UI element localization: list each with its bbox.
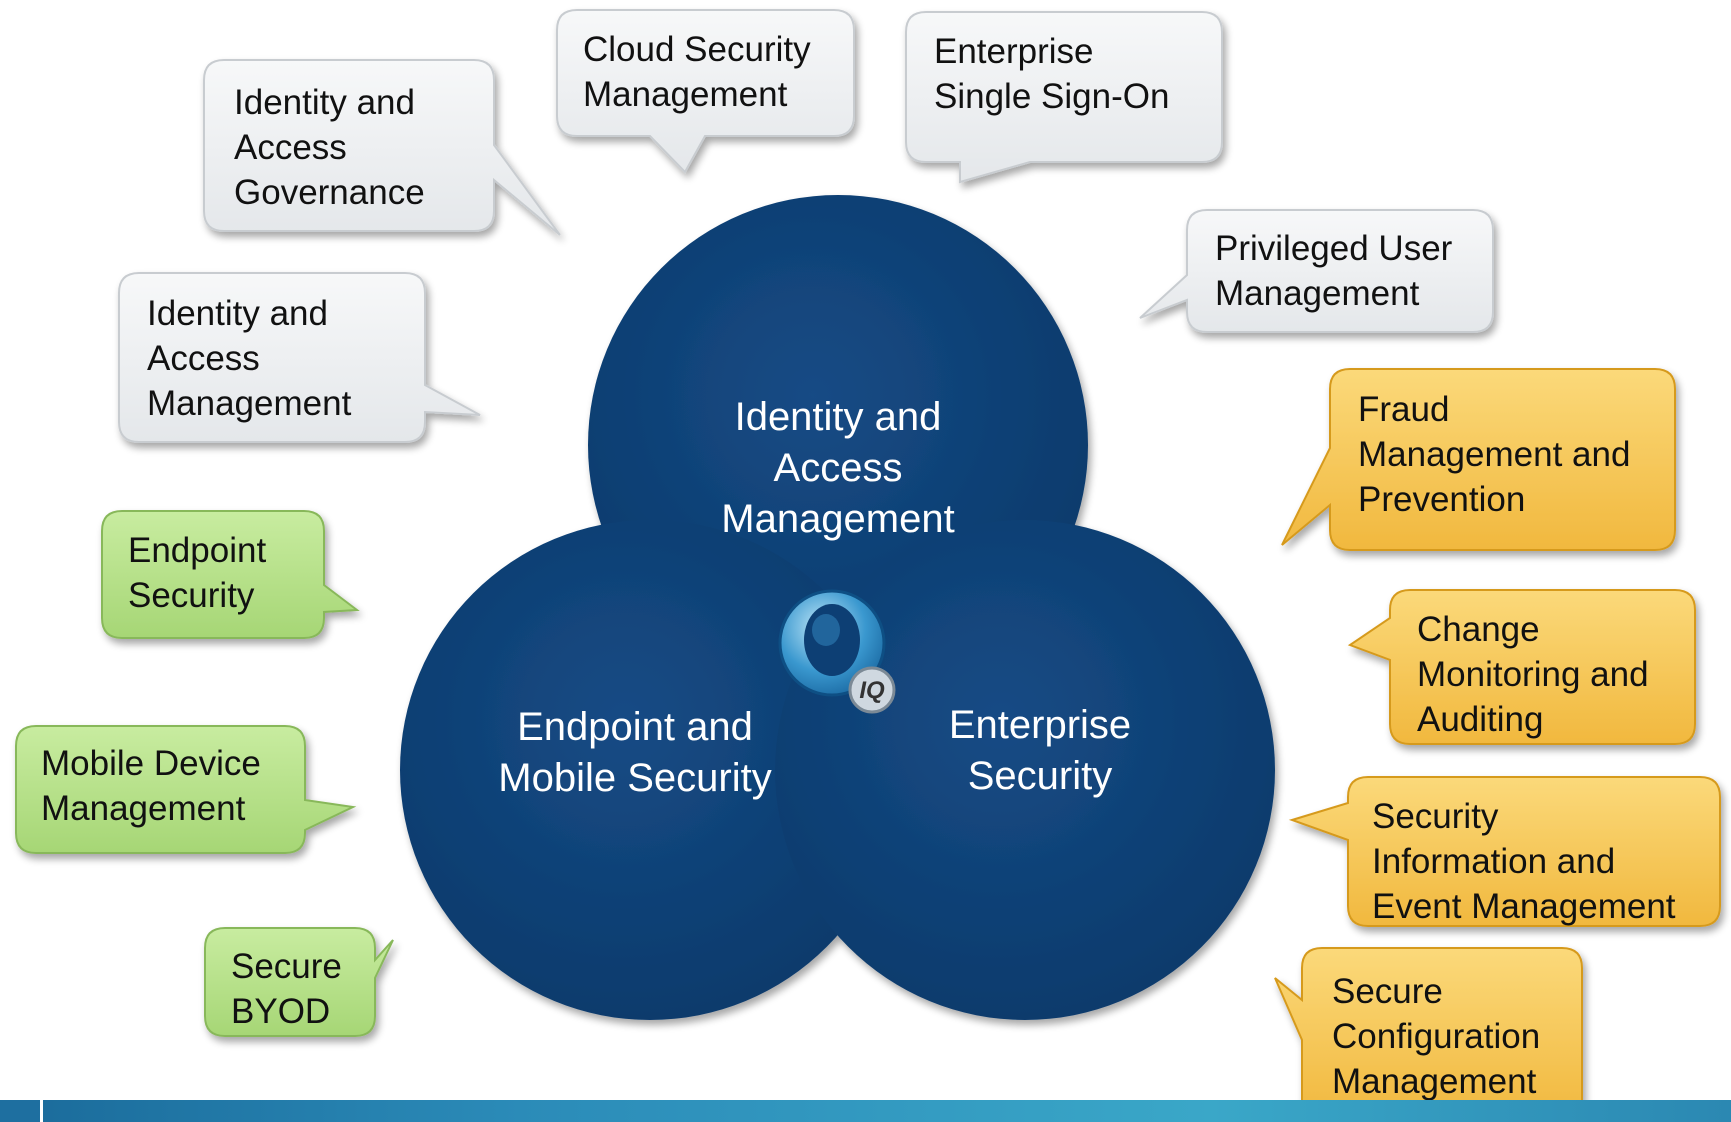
bubble-line: Event Management: [1372, 887, 1676, 926]
label-line: Endpoint and: [517, 705, 753, 749]
bubble-line: Monitoring and: [1417, 655, 1649, 694]
bubble-line: Endpoint: [128, 531, 267, 570]
bubble-cloud-shape: [556, 9, 855, 174]
bubble-line: Management: [1332, 1062, 1537, 1101]
bubble-line: Prevention: [1358, 480, 1526, 519]
bubble-secure-configuration-management: Secure Configuration Management: [1332, 969, 1540, 1104]
circle-endpoint: [400, 520, 900, 1020]
label-endpoint-mobile-security: Endpoint and Mobile Security: [475, 702, 795, 804]
bubble-line: Single Sign-On: [934, 77, 1170, 116]
bubble-line: BYOD: [231, 992, 331, 1031]
bubble-line: Cloud Security: [583, 30, 811, 69]
footer-left-block: [0, 1100, 40, 1122]
bubble-change-shape: [1347, 589, 1696, 745]
bubble-privileged-shape: [1139, 209, 1494, 333]
bubble-line: Security: [1372, 797, 1499, 836]
bubble-line: Secure: [231, 947, 342, 986]
label-line: Security: [967, 754, 1113, 798]
bubble-secure-byod: Secure BYOD: [231, 944, 342, 1034]
bubble-line: Management: [583, 75, 788, 114]
footer-band: [0, 1100, 1731, 1122]
bubble-line: Fraud: [1358, 390, 1450, 429]
label-line: Management: [721, 497, 955, 541]
bubble-byod-shape: [204, 927, 394, 1037]
label-line: Identity and: [734, 395, 942, 439]
circle-enterprise: [775, 520, 1275, 1020]
bubble-change-monitoring-auditing: Change Monitoring and Auditing: [1417, 607, 1649, 742]
bubble-line: Management: [1215, 274, 1420, 313]
bubble-line: Identity and: [234, 83, 415, 122]
bubble-siem-shape: [1288, 776, 1721, 927]
bubble-mdm-shape: [15, 725, 357, 854]
footer-divider: [40, 1100, 43, 1122]
bubble-line: Enterprise: [934, 32, 1094, 71]
bubble-mobile-device-management: Mobile Device Management: [41, 741, 261, 831]
bubble-endpoint-shape: [101, 510, 360, 639]
label-enterprise-security: Enterprise Security: [920, 700, 1160, 802]
bubble-line: Change: [1417, 610, 1540, 649]
callouts-endpoint: [15, 510, 394, 1037]
bubble-line: Configuration: [1332, 1017, 1541, 1056]
label-identity-access-management: Identity and Access Management: [688, 392, 988, 545]
bubble-line: Identity and: [147, 294, 328, 333]
bubble-line: Auditing: [1417, 700, 1544, 739]
bubble-esso-shape: [905, 11, 1223, 184]
bubble-privileged-user-management: Privileged User Management: [1215, 226, 1452, 316]
bubble-line: Access: [234, 128, 347, 167]
bubble-fraud-management-prevention: Fraud Management and Prevention: [1358, 387, 1630, 522]
label-line: Enterprise: [948, 703, 1132, 747]
bubble-enterprise-single-sign-on: Enterprise Single Sign-On: [934, 29, 1169, 119]
bubble-line: Management: [41, 789, 246, 828]
bubble-identity-access-governance: Identity and Access Governance: [234, 80, 425, 215]
bubble-line: Privileged User: [1215, 229, 1453, 268]
bubble-endpoint-security: Endpoint Security: [128, 528, 266, 618]
venn-circles: [400, 195, 1275, 1020]
bubble-line: Governance: [234, 173, 425, 212]
callouts-identity: [118, 9, 1494, 443]
bubble-security-information-event-management: Security Information and Event Managemen…: [1372, 794, 1676, 929]
callouts-enterprise: [1274, 368, 1721, 1121]
bubble-iag-shape: [203, 59, 561, 236]
bubble-line: Information and: [1372, 842, 1616, 881]
bubble-line: Mobile Device: [41, 744, 261, 783]
bubble-line: Secure: [1332, 972, 1443, 1011]
bubble-line: Security: [128, 576, 255, 615]
svg-text:IQ: IQ: [859, 677, 885, 704]
bubble-line: Access: [147, 339, 260, 378]
label-line: Mobile Security: [498, 756, 772, 800]
bubble-cloud-security-management: Cloud Security Management: [583, 27, 811, 117]
iq-logo-icon: IQ: [778, 589, 896, 714]
bubble-line: Management and: [1358, 435, 1631, 474]
bubble-identity-access-management: Identity and Access Management: [147, 291, 351, 426]
label-line: Access: [773, 446, 903, 490]
bubble-fraud-shape: [1281, 368, 1676, 551]
bubble-line: Management: [147, 384, 352, 423]
bubble-iam-shape: [118, 272, 481, 443]
